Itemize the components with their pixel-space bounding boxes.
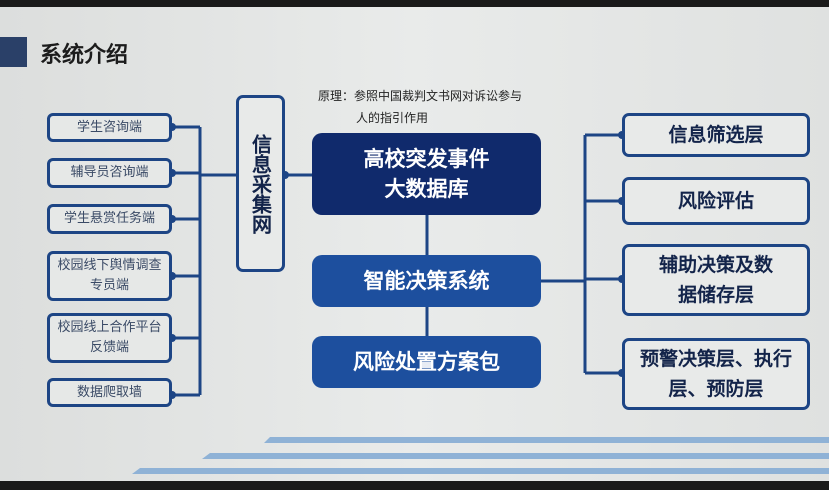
slide: 系统介绍 原理：参照中国裁判文书网对诉讼参与 人的指引作用 学生咨询端 辅导员咨… bbox=[0, 7, 829, 481]
page-title: 系统介绍 bbox=[40, 43, 129, 68]
info-collection-network: 信息采集网 bbox=[236, 95, 285, 272]
principle-line1: 原理：参照中国裁判文书网对诉讼参与 bbox=[318, 89, 523, 103]
left-item: 校园线上合作平台反馈端 bbox=[47, 313, 172, 363]
left-item: 学生悬赏任务端 bbox=[47, 204, 172, 234]
right-item: 预警决策层、执行层、预防层 bbox=[622, 338, 810, 410]
decision-system-box: 智能决策系统 bbox=[312, 255, 541, 307]
left-item: 辅导员咨询端 bbox=[47, 158, 172, 188]
left-item: 校园线下舆情调查专员端 bbox=[47, 251, 172, 301]
decor-stripes bbox=[132, 437, 829, 474]
right-item: 辅助决策及数据储存层 bbox=[622, 244, 810, 316]
principle-line2: 人的指引作用 bbox=[356, 111, 429, 125]
left-item: 学生咨询端 bbox=[47, 113, 172, 142]
connectors bbox=[132, 123, 829, 474]
big-database-box: 高校突发事件大数据库 bbox=[312, 133, 541, 215]
left-item: 数据爬取墙 bbox=[47, 378, 172, 407]
right-item: 风险评估 bbox=[622, 177, 810, 225]
right-item: 信息筛选层 bbox=[622, 113, 810, 157]
risk-plan-box: 风险处置方案包 bbox=[312, 336, 541, 388]
title-marker bbox=[0, 37, 27, 67]
